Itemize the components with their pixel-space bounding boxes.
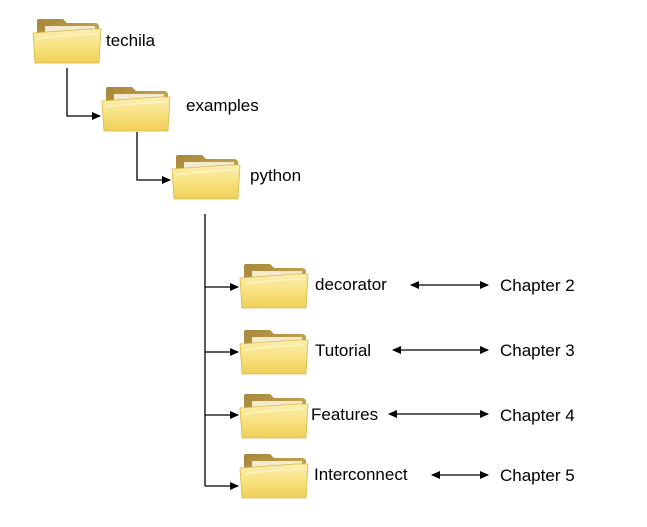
connector-lines bbox=[66, 68, 489, 490]
folder-label-python: python bbox=[250, 166, 301, 185]
folder-icon bbox=[239, 453, 309, 499]
folder-label-techila: techila bbox=[106, 31, 156, 50]
folder-icon bbox=[239, 263, 309, 309]
chapter-label: Chapter 2 bbox=[500, 276, 575, 295]
chapter-label: Chapter 3 bbox=[500, 341, 575, 360]
folder-label-tutorial: Tutorial bbox=[315, 341, 371, 360]
folder-icon bbox=[239, 393, 309, 439]
connector-examples-python bbox=[136, 132, 171, 184]
chapter-label: Chapter 4 bbox=[500, 406, 575, 425]
folder-label-decorator: decorator bbox=[315, 275, 387, 294]
folder-label-examples: examples bbox=[186, 96, 259, 115]
folder-icon bbox=[101, 86, 171, 132]
folder-icon bbox=[32, 18, 102, 64]
folder-label-features: Features bbox=[311, 405, 378, 424]
folder-icon bbox=[171, 154, 241, 200]
folder-icon bbox=[239, 329, 309, 375]
connector-techila-examples bbox=[66, 68, 101, 120]
folder-label-interconnect: Interconnect bbox=[314, 465, 408, 484]
chapter-label: Chapter 5 bbox=[500, 466, 575, 485]
